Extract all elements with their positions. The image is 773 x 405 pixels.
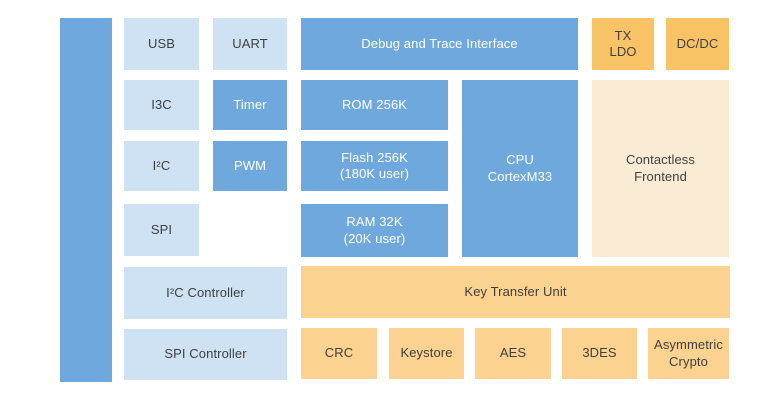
block-timer: Timer bbox=[213, 80, 287, 130]
block-label: Crypto bbox=[669, 353, 708, 369]
block-label: CortexM33 bbox=[487, 168, 553, 184]
block-label: AES bbox=[499, 345, 527, 361]
block-label: Keystore bbox=[400, 345, 453, 361]
block-ram: RAM 32K(20K user) bbox=[301, 204, 448, 257]
block-uart: UART bbox=[213, 18, 287, 70]
block-label: SPI bbox=[150, 221, 173, 237]
block-usb: USB bbox=[124, 18, 199, 70]
block-label: CRC bbox=[324, 345, 354, 361]
block-crc: CRC bbox=[301, 328, 377, 379]
block-label: DC/DC bbox=[676, 35, 719, 51]
block-label: I3C bbox=[151, 96, 172, 112]
block-label: RAM 32K bbox=[346, 214, 403, 230]
block-label: Asymmetric bbox=[654, 337, 723, 353]
block-aes: AES bbox=[475, 328, 551, 379]
block-label: 3DES bbox=[582, 345, 617, 361]
block-label: Key Transfer Unit bbox=[464, 283, 567, 299]
block-label: LDO bbox=[609, 44, 637, 59]
block-label: I²C bbox=[152, 157, 171, 173]
block-label: Timer bbox=[233, 96, 267, 112]
block-rom: ROM 256K bbox=[301, 80, 448, 130]
block-label: Frontend bbox=[634, 168, 687, 184]
block-pwm: PWM bbox=[213, 141, 287, 191]
block-spi-controller: SPI Controller bbox=[124, 329, 287, 380]
block-keystore: Keystore bbox=[389, 328, 464, 379]
block-3des: 3DES bbox=[562, 328, 637, 379]
block-label: I²C Controller bbox=[166, 284, 245, 300]
block-label: USB bbox=[147, 35, 176, 51]
block-bus-bar bbox=[60, 18, 112, 382]
block-label: Flash 256K bbox=[341, 149, 408, 165]
block-flash: Flash 256K(180K user) bbox=[301, 141, 448, 191]
block-dcdc: DC/DC bbox=[666, 18, 729, 70]
block-key-transfer-unit: Key Transfer Unit bbox=[301, 266, 730, 318]
block-label: Contactless bbox=[625, 152, 696, 168]
block-label: Debug and Trace Interface bbox=[361, 35, 518, 51]
block-label: (20K user) bbox=[343, 230, 406, 246]
block-i2c: I²C bbox=[124, 141, 199, 191]
block-label: (180K user) bbox=[339, 166, 410, 181]
block-label: TX bbox=[614, 27, 632, 43]
block-spi: SPI bbox=[124, 204, 199, 256]
block-debug-trace-interface: Debug and Trace Interface bbox=[301, 18, 578, 70]
block-i2c-controller: I²C Controller bbox=[124, 267, 287, 319]
block-label: CPU bbox=[506, 152, 534, 168]
block-i3c: I3C bbox=[124, 80, 199, 130]
block-label: SPI Controller bbox=[164, 346, 247, 362]
block-label: ROM 256K bbox=[341, 96, 408, 112]
block-label: PWM bbox=[233, 157, 267, 173]
block-label: UART bbox=[232, 35, 268, 51]
